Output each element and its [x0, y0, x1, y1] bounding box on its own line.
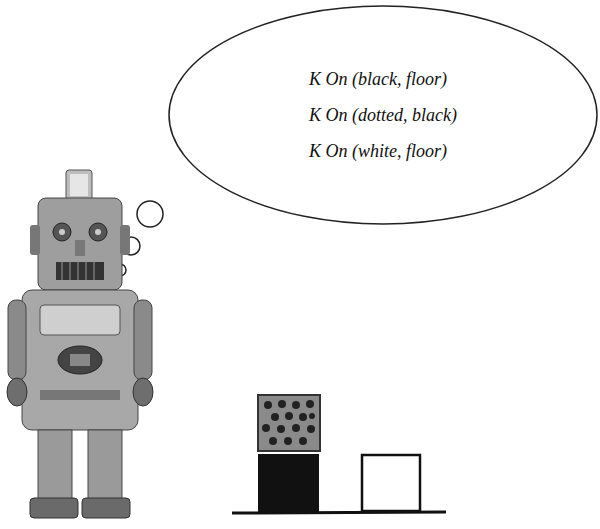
blocks-scene: [232, 395, 446, 513]
knowledge-formula: K On (dotted, black): [309, 97, 457, 133]
thought-bubble: K On (black, floor)K On (dotted, black)K…: [168, 5, 598, 225]
knowledge-formula: K On (black, floor): [309, 61, 457, 97]
formula-list: K On (black, floor)K On (dotted, black)K…: [309, 61, 457, 169]
knowledge-formula: K On (white, floor): [309, 133, 457, 169]
robot: [7, 170, 153, 518]
thought-bubble: [137, 201, 163, 227]
